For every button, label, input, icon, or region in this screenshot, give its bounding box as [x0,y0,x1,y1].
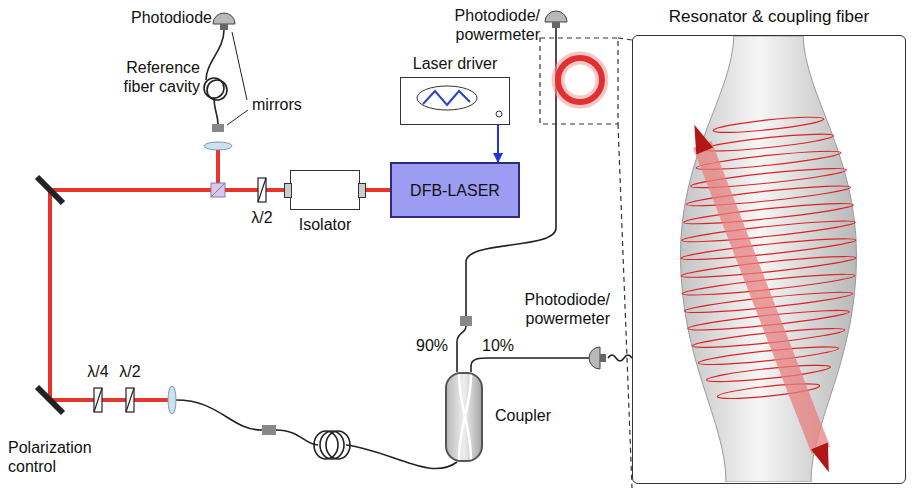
driver-box [400,77,510,125]
laser-node: DFB-LASER [390,162,520,218]
coupler-body [445,372,483,462]
node-label: Coupler [495,406,551,425]
waveform-symbol [401,78,508,123]
waveform-symbol [423,91,470,105]
optical-fiber [457,326,466,372]
whispering-gallery-mode [706,362,831,385]
photodiode-symbol [552,22,560,28]
photodiode-symbol [213,13,235,24]
optical-fiber [276,430,318,445]
waveplate [94,388,102,412]
waveplate [94,388,102,412]
optical-fiber [608,355,632,361]
red-beam [50,190,284,400]
output-jack [496,111,502,117]
photodiode-symbol [213,13,235,30]
waveplate [94,178,266,412]
whispering-gallery-mode [681,235,857,263]
light-direction-arrow [694,125,713,155]
whispering-gallery-mode [698,343,839,368]
ring-resonator [558,58,602,102]
part-label: λ/4 [82,362,114,381]
lens [168,386,176,414]
coupling-fiber [702,145,821,451]
zoom-frame [540,38,618,124]
optical-fiber [471,358,590,372]
optical-fiber [207,80,227,100]
connector [497,125,499,162]
fiber-connector [262,425,276,435]
light-direction-arrow [811,443,829,473]
waveplate [126,388,134,412]
optical-fiber [176,28,632,469]
mirror [37,387,63,413]
beam-splitter [211,183,225,197]
coupler-fibers [459,374,471,460]
part-label: Photodiode/ powermeter [440,6,540,44]
lens [204,142,232,150]
coupler-fibers [447,374,481,460]
beam-splitter [211,183,225,197]
ring-resonator [558,58,602,102]
whispering-gallery-mode [713,114,824,135]
node-label: Laser driver [400,54,510,73]
zoom-frame [540,38,632,488]
isolator-port [358,183,366,198]
coupler-fibers [459,374,471,460]
coupler-node: Coupler [443,372,485,462]
zoom-frame [618,38,632,40]
optical-fiber [214,98,218,124]
part-label: Polarization control [8,438,128,476]
part-label: λ/2 [246,208,278,227]
leader-line [227,110,248,125]
mirror [37,177,63,413]
part-label: 90% [416,336,452,355]
waveplate [258,178,266,202]
part-label: Reference fiber cavity [95,58,200,96]
node-label: DFB-LASER [410,181,500,200]
whispering-gallery-mode [681,217,855,245]
part-label: mirrors [252,95,332,114]
mirror [37,177,63,203]
whispering-gallery-mode [703,131,834,154]
zoom-frame [618,124,632,488]
fiber-connector [460,316,472,326]
optical-fiber [346,445,457,469]
panel-node: Resonator & coupling fiber [632,6,906,484]
bottle-resonator [680,36,856,482]
iso-node: Isolator [290,170,360,234]
ring-resonator [558,58,602,102]
resonator-illustration [633,36,904,482]
beam-splitter [211,183,225,197]
node-label: Isolator [290,215,360,234]
lens [168,142,232,414]
zoom-panel [632,35,906,484]
photodiode-symbol [545,11,567,22]
photodiode-symbol [600,354,606,362]
leader-line [232,32,247,100]
fiber-connector [212,124,224,132]
part-label: λ/2 [114,362,146,381]
whispering-gallery-mode [681,253,857,281]
part-label: 10% [482,336,522,355]
isolator-box [290,170,360,210]
isolator-port [284,183,292,198]
optical-fiber [320,431,344,459]
leader-line [227,32,248,125]
part-label: Photodiode/ powermeter [500,290,610,328]
node-label: Resonator & coupling fiber [632,6,906,27]
waveform-symbol [417,86,477,110]
optical-fiber [176,400,262,430]
waveplate [258,178,266,202]
driver-node: Laser driver [400,54,510,125]
whispering-gallery-mode [683,200,854,228]
red-beam [50,150,284,400]
photodiode-symbol [589,347,600,369]
waveplate [126,388,134,412]
photodiode-symbol [220,24,228,30]
optical-fiber [206,30,224,80]
part-label: Photodiode [112,8,212,27]
